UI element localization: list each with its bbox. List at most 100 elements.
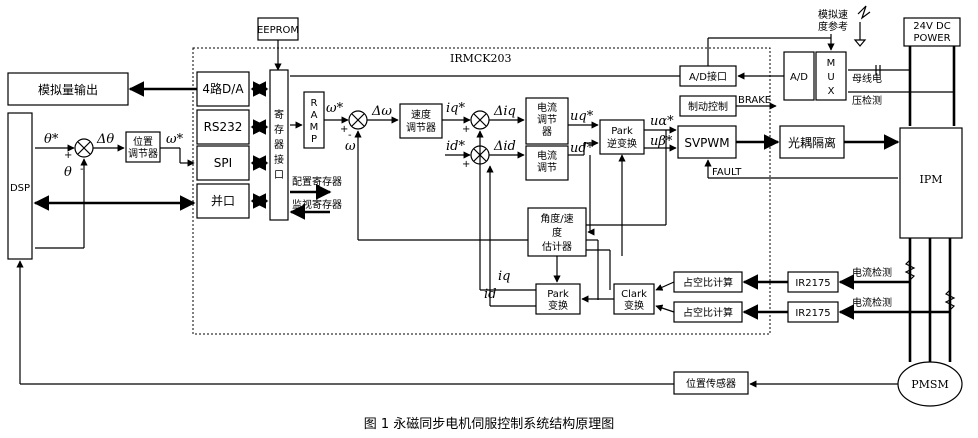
duty-calc-label-2: 占空比计算 xyxy=(683,306,733,319)
analog-ref-label-1: 模拟速 xyxy=(818,8,848,21)
power-label-1: 24V DC xyxy=(913,21,950,32)
svg-text:U: U xyxy=(827,72,834,83)
iq-cur-reg-label-3: 器 xyxy=(542,126,552,138)
dsp-block xyxy=(7,112,33,260)
dtheta-label: Δθ xyxy=(96,132,114,147)
speed-regulator-label-1: 速度 xyxy=(411,108,431,121)
parallel-block xyxy=(196,183,250,219)
theta-label: θ xyxy=(64,165,72,180)
ad-block xyxy=(783,51,815,101)
mux-label: M U X xyxy=(827,58,836,97)
id-cur-reg-label-2: 调节 xyxy=(537,162,557,174)
config-register-label: 配置寄存器 xyxy=(292,175,342,188)
id-label: id xyxy=(484,287,496,302)
svpwm-block xyxy=(677,125,737,159)
monitor-register-label: 监视寄存器 xyxy=(292,198,342,211)
shunt-2-icon xyxy=(944,289,956,311)
position-sensor-block xyxy=(673,371,749,395)
id-current-regulator-block xyxy=(525,145,569,181)
speed-regulator-label-2: 调节器 xyxy=(406,122,436,134)
ualpha-ref-label: uα* xyxy=(650,114,674,129)
ir2175-label-1: IR2175 xyxy=(795,278,830,289)
theta-ref-label: θ* xyxy=(44,132,59,147)
position-sensor-label: 位置传感器 xyxy=(686,377,736,390)
chip-label: IRMCK203 xyxy=(450,52,512,65)
analog-output-label: 模拟量输出 xyxy=(38,82,98,97)
ir2175-label-2: IR2175 xyxy=(795,308,830,319)
iq-cur-reg-label-1: 电流 xyxy=(537,101,557,114)
diq-label: Δiq xyxy=(493,104,516,119)
svg-text:口: 口 xyxy=(274,170,284,181)
svpwm-label: SVPWM xyxy=(684,136,729,150)
bus-voltage-label-1: 母线电 xyxy=(852,72,882,85)
spi-label: SPI xyxy=(214,156,232,170)
bus-voltage-label-2: 压检测 xyxy=(852,94,882,107)
park-inverse-label-2: 逆变换 xyxy=(607,137,637,150)
park-label-1: Park xyxy=(547,289,569,300)
ipm-label: IPM xyxy=(919,173,942,186)
estimator-label-2: 度 xyxy=(552,226,562,239)
svg-text:+: + xyxy=(340,124,348,135)
brake-control-label: 制动控制 xyxy=(688,100,728,113)
rs232-block xyxy=(196,109,250,145)
parallel-label: 并口 xyxy=(211,194,235,208)
domega-label: Δω xyxy=(371,104,392,119)
opto-isolation-label: 光耦隔离 xyxy=(788,135,836,150)
dsp-label: DSP xyxy=(10,183,30,194)
id-ref-label: id* xyxy=(446,139,465,154)
pmsm-label: PMSM xyxy=(911,378,948,391)
iq-ref-label: iq* xyxy=(446,101,465,116)
da4-label: 4路D/A xyxy=(202,81,244,96)
ud-ref-label: ud* xyxy=(570,141,594,156)
ground-icon xyxy=(853,39,867,47)
shunt-1-icon xyxy=(904,259,916,281)
pot-icon xyxy=(857,5,871,20)
svg-text:+: + xyxy=(64,150,72,161)
current-detect-label-1: 电流检测 xyxy=(852,266,892,279)
svg-text:器: 器 xyxy=(274,139,284,151)
ubeta-ref-label: uβ* xyxy=(650,134,673,149)
clark-label-2: 变换 xyxy=(624,299,644,312)
position-regulator-block xyxy=(125,131,161,163)
angle-estimator-block xyxy=(527,207,587,257)
svg-text:M: M xyxy=(827,58,836,69)
analog-ref-label-2: 度参考 xyxy=(818,20,848,33)
svg-text:M: M xyxy=(310,122,319,133)
power-label-2: POWER xyxy=(913,33,950,44)
current-detect-label-2: 电流检测 xyxy=(852,296,892,309)
spi-block xyxy=(196,145,250,181)
rs232-label: RS232 xyxy=(204,120,243,134)
svg-text:A: A xyxy=(311,110,318,121)
ad-interface-label: A/D接口 xyxy=(689,70,727,83)
duty-calc-label-1: 占空比计算 xyxy=(683,276,733,289)
park-block xyxy=(535,283,581,315)
position-regulator-label-2: 调节器 xyxy=(128,148,158,160)
position-regulator-label-1: 位置 xyxy=(133,135,153,148)
park-inverse-block xyxy=(599,119,645,155)
park-label-2: 变换 xyxy=(548,299,568,312)
analog-output-block xyxy=(7,72,129,106)
svg-text:R: R xyxy=(311,98,318,109)
irmck203-boundary xyxy=(192,47,771,335)
svg-text:+: + xyxy=(462,159,470,170)
uq-ref-label: uq* xyxy=(570,109,594,124)
power-block xyxy=(903,17,961,47)
opto-isolation-block xyxy=(779,125,845,159)
mux-block xyxy=(815,51,847,101)
register-interface-block xyxy=(269,69,289,221)
omega-label: ω xyxy=(345,139,356,154)
iq-label: iq xyxy=(498,269,510,284)
brake-label: BRAKE xyxy=(738,95,771,106)
iq-cur-reg-label-2: 调节 xyxy=(537,114,557,126)
svg-text:X: X xyxy=(828,86,835,97)
speed-regulator-block xyxy=(399,103,443,139)
estimator-label-3: 估计器 xyxy=(542,240,572,253)
svg-text:接: 接 xyxy=(274,153,284,166)
svg-text:寄: 寄 xyxy=(274,108,284,121)
svg-text:-: - xyxy=(80,164,84,175)
omega-ref-dsp-label: ω* xyxy=(166,132,184,147)
svg-text:P: P xyxy=(311,134,317,145)
svg-text:存: 存 xyxy=(274,123,284,136)
estimator-label-1: 角度/速 xyxy=(540,212,573,225)
